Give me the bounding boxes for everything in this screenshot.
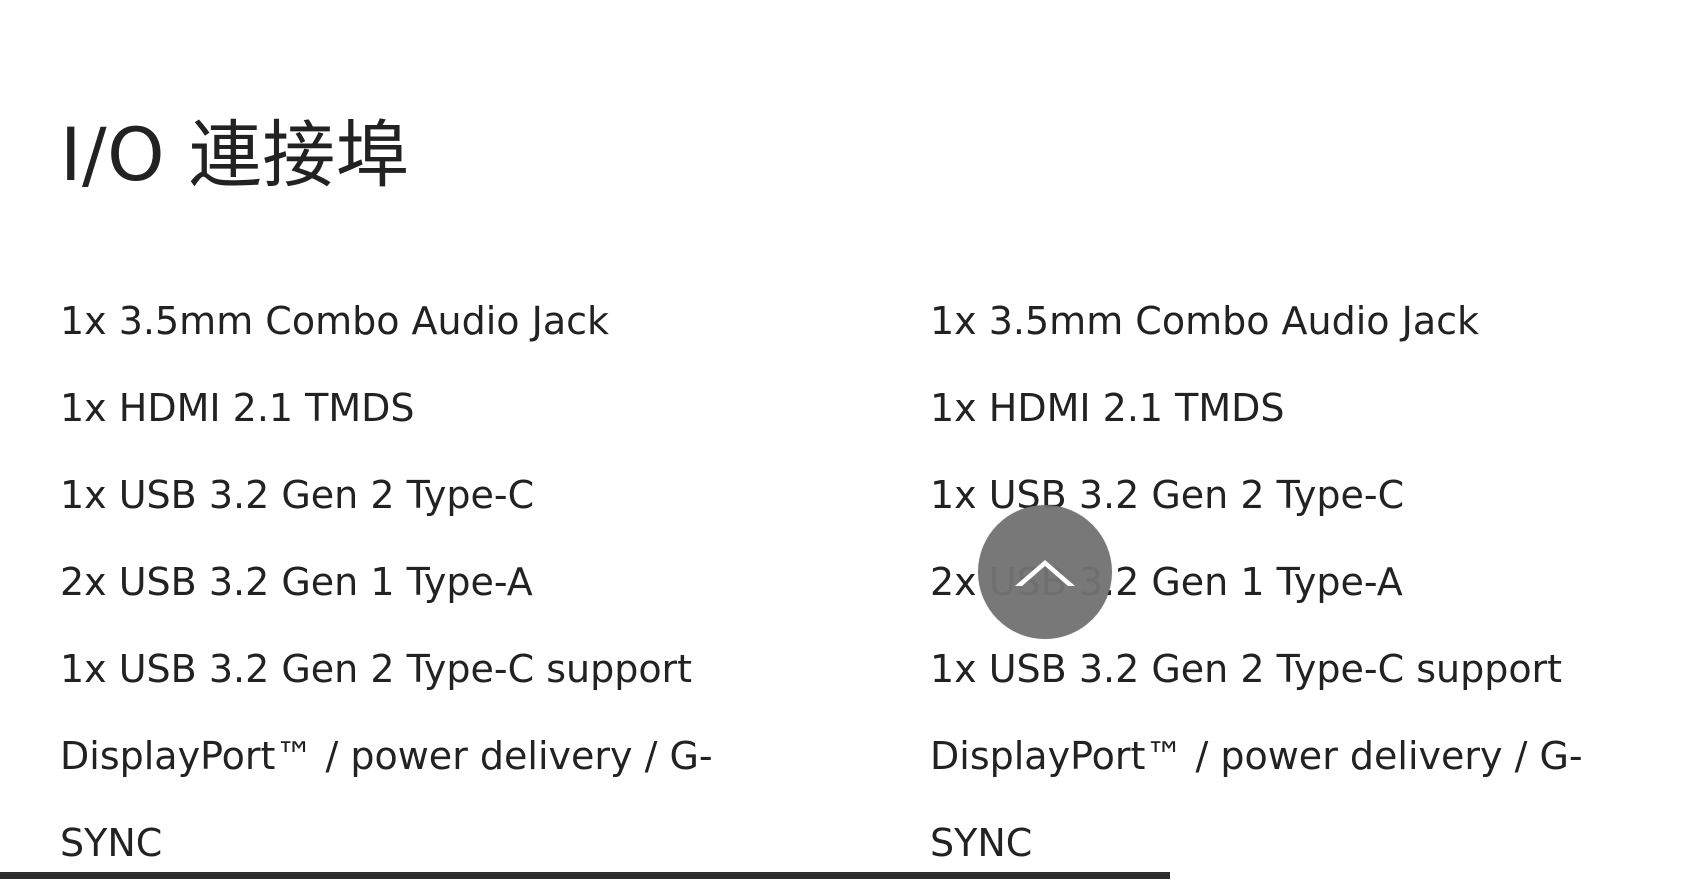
left-spec-item-sync: SYNC bbox=[60, 821, 163, 865]
left-spec-item-usb-c: 1x USB 3.2 Gen 2 Type-C bbox=[60, 473, 535, 517]
right-spec-item-displayport: DisplayPort™ / power delivery / G- bbox=[930, 734, 1583, 778]
left-spec-list: 1x 3.5mm Combo Audio Jack 1x HDMI 2.1 TM… bbox=[60, 278, 780, 887]
left-spec-item-hdmi: 1x HDMI 2.1 TMDS bbox=[60, 386, 415, 430]
page-content: I/O 連接埠 1x 3.5mm Combo Audio Jack 1x HDM… bbox=[0, 113, 1583, 879]
left-spec-item-usb-c-support: 1x USB 3.2 Gen 2 Type-C support bbox=[60, 647, 693, 691]
right-spec-item-hdmi: 1x HDMI 2.1 TMDS bbox=[930, 386, 1285, 430]
left-spec-item-audio: 1x 3.5mm Combo Audio Jack bbox=[60, 299, 610, 343]
right-spec-item-audio: 1x 3.5mm Combo Audio Jack bbox=[930, 299, 1480, 343]
right-spec-item-usb-c-support: 1x USB 3.2 Gen 2 Type-C support bbox=[930, 647, 1563, 691]
bottom-divider bbox=[0, 872, 1170, 879]
right-spec-item-usb-c: 1x USB 3.2 Gen 2 Type-C bbox=[930, 473, 1405, 517]
scroll-to-top-button[interactable] bbox=[978, 505, 1112, 639]
right-spec-item-sync: SYNC bbox=[930, 821, 1033, 865]
left-spec-column: 1x 3.5mm Combo Audio Jack 1x HDMI 2.1 TM… bbox=[60, 278, 780, 887]
left-spec-item-displayport: DisplayPort™ / power delivery / G- bbox=[60, 734, 713, 778]
section-title: I/O 連接埠 bbox=[60, 113, 410, 198]
left-spec-item-usb-a: 2x USB 3.2 Gen 1 Type-A bbox=[60, 560, 533, 604]
chevron-up-icon bbox=[1015, 560, 1075, 586]
